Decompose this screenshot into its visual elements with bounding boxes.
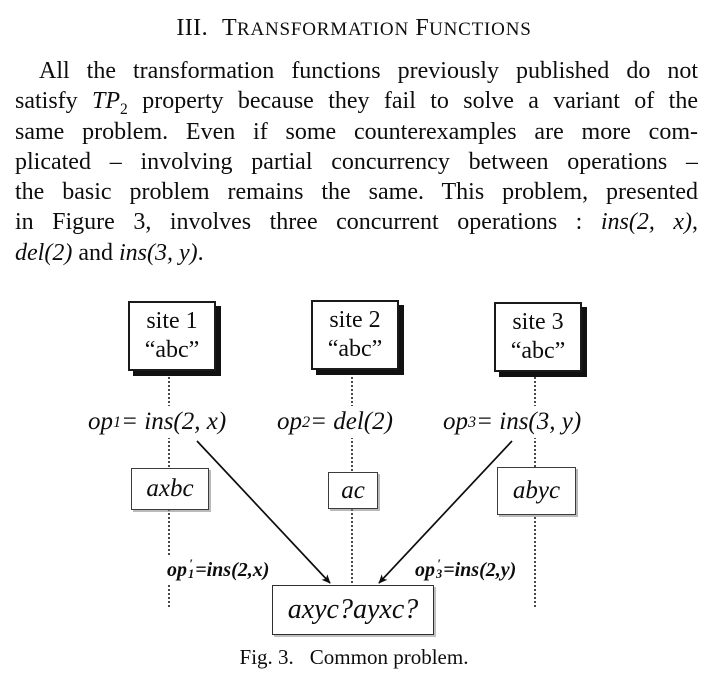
figure-caption-label: Fig. 3.	[239, 645, 294, 669]
site2-intermediate-state: ac	[328, 472, 378, 509]
site3-box: site 3 “abc”	[494, 302, 582, 372]
site2-name: site 2	[329, 307, 381, 333]
figure-caption-text: Common problem.	[309, 645, 469, 669]
op1-prime-label: op′1=ins(2,x)	[164, 556, 273, 584]
heading-word1-smallcaps: RANSFORMATION	[237, 19, 409, 40]
site1-intermediate-state: axbc	[131, 468, 209, 510]
result-state: axyc?ayxc?	[287, 594, 419, 625]
math-del2: del(2)	[15, 239, 73, 266]
site2-state: “abc”	[327, 336, 383, 362]
paragraph-line: satisfy TP2 property because they fail t…	[15, 88, 698, 117]
heading-word2-initial: F	[415, 15, 430, 41]
heading-word2-smallcaps: UNCTIONS	[429, 19, 532, 40]
paragraph-line: in Figure 3, involves three concurrent o…	[15, 209, 698, 236]
site2-box: site 2 “abc”	[311, 300, 399, 370]
math-tp2: TP	[92, 88, 121, 115]
paragraph-line: plicated – involving partial concurrency…	[15, 148, 698, 175]
result-state-box: axyc?ayxc?	[272, 585, 434, 635]
site3-state: “abc”	[510, 338, 566, 364]
math-ins2x: ins(2, x)	[600, 209, 692, 236]
section-number: III.	[176, 15, 208, 41]
site1-state: “abc”	[144, 337, 200, 363]
site1-box: site 1 “abc”	[128, 301, 216, 371]
figure-caption: Fig. 3. Common problem.	[0, 645, 708, 670]
site1-name: site 1	[146, 308, 198, 334]
paragraph-line: All the transformation functions previou…	[39, 58, 698, 84]
op3-prime-label: op′3=ins(2,y)	[412, 556, 520, 584]
heading-word1-initial: T	[221, 15, 238, 41]
paragraph-line: same problem. Even if some counterexampl…	[15, 118, 698, 145]
site3-name: site 3	[512, 309, 564, 335]
body-paragraph: All the transformation functions previou…	[15, 56, 698, 268]
section-heading: III. TRANSFORMATION FUNCTIONS	[0, 15, 708, 42]
paragraph-line: the basic problem remains the same. This…	[15, 179, 698, 206]
site3-intermediate-state: abyc	[497, 467, 576, 515]
math-ins3y: ins(3, y)	[118, 239, 198, 266]
paragraph-line: del(2) and ins(3, y).	[15, 239, 204, 266]
